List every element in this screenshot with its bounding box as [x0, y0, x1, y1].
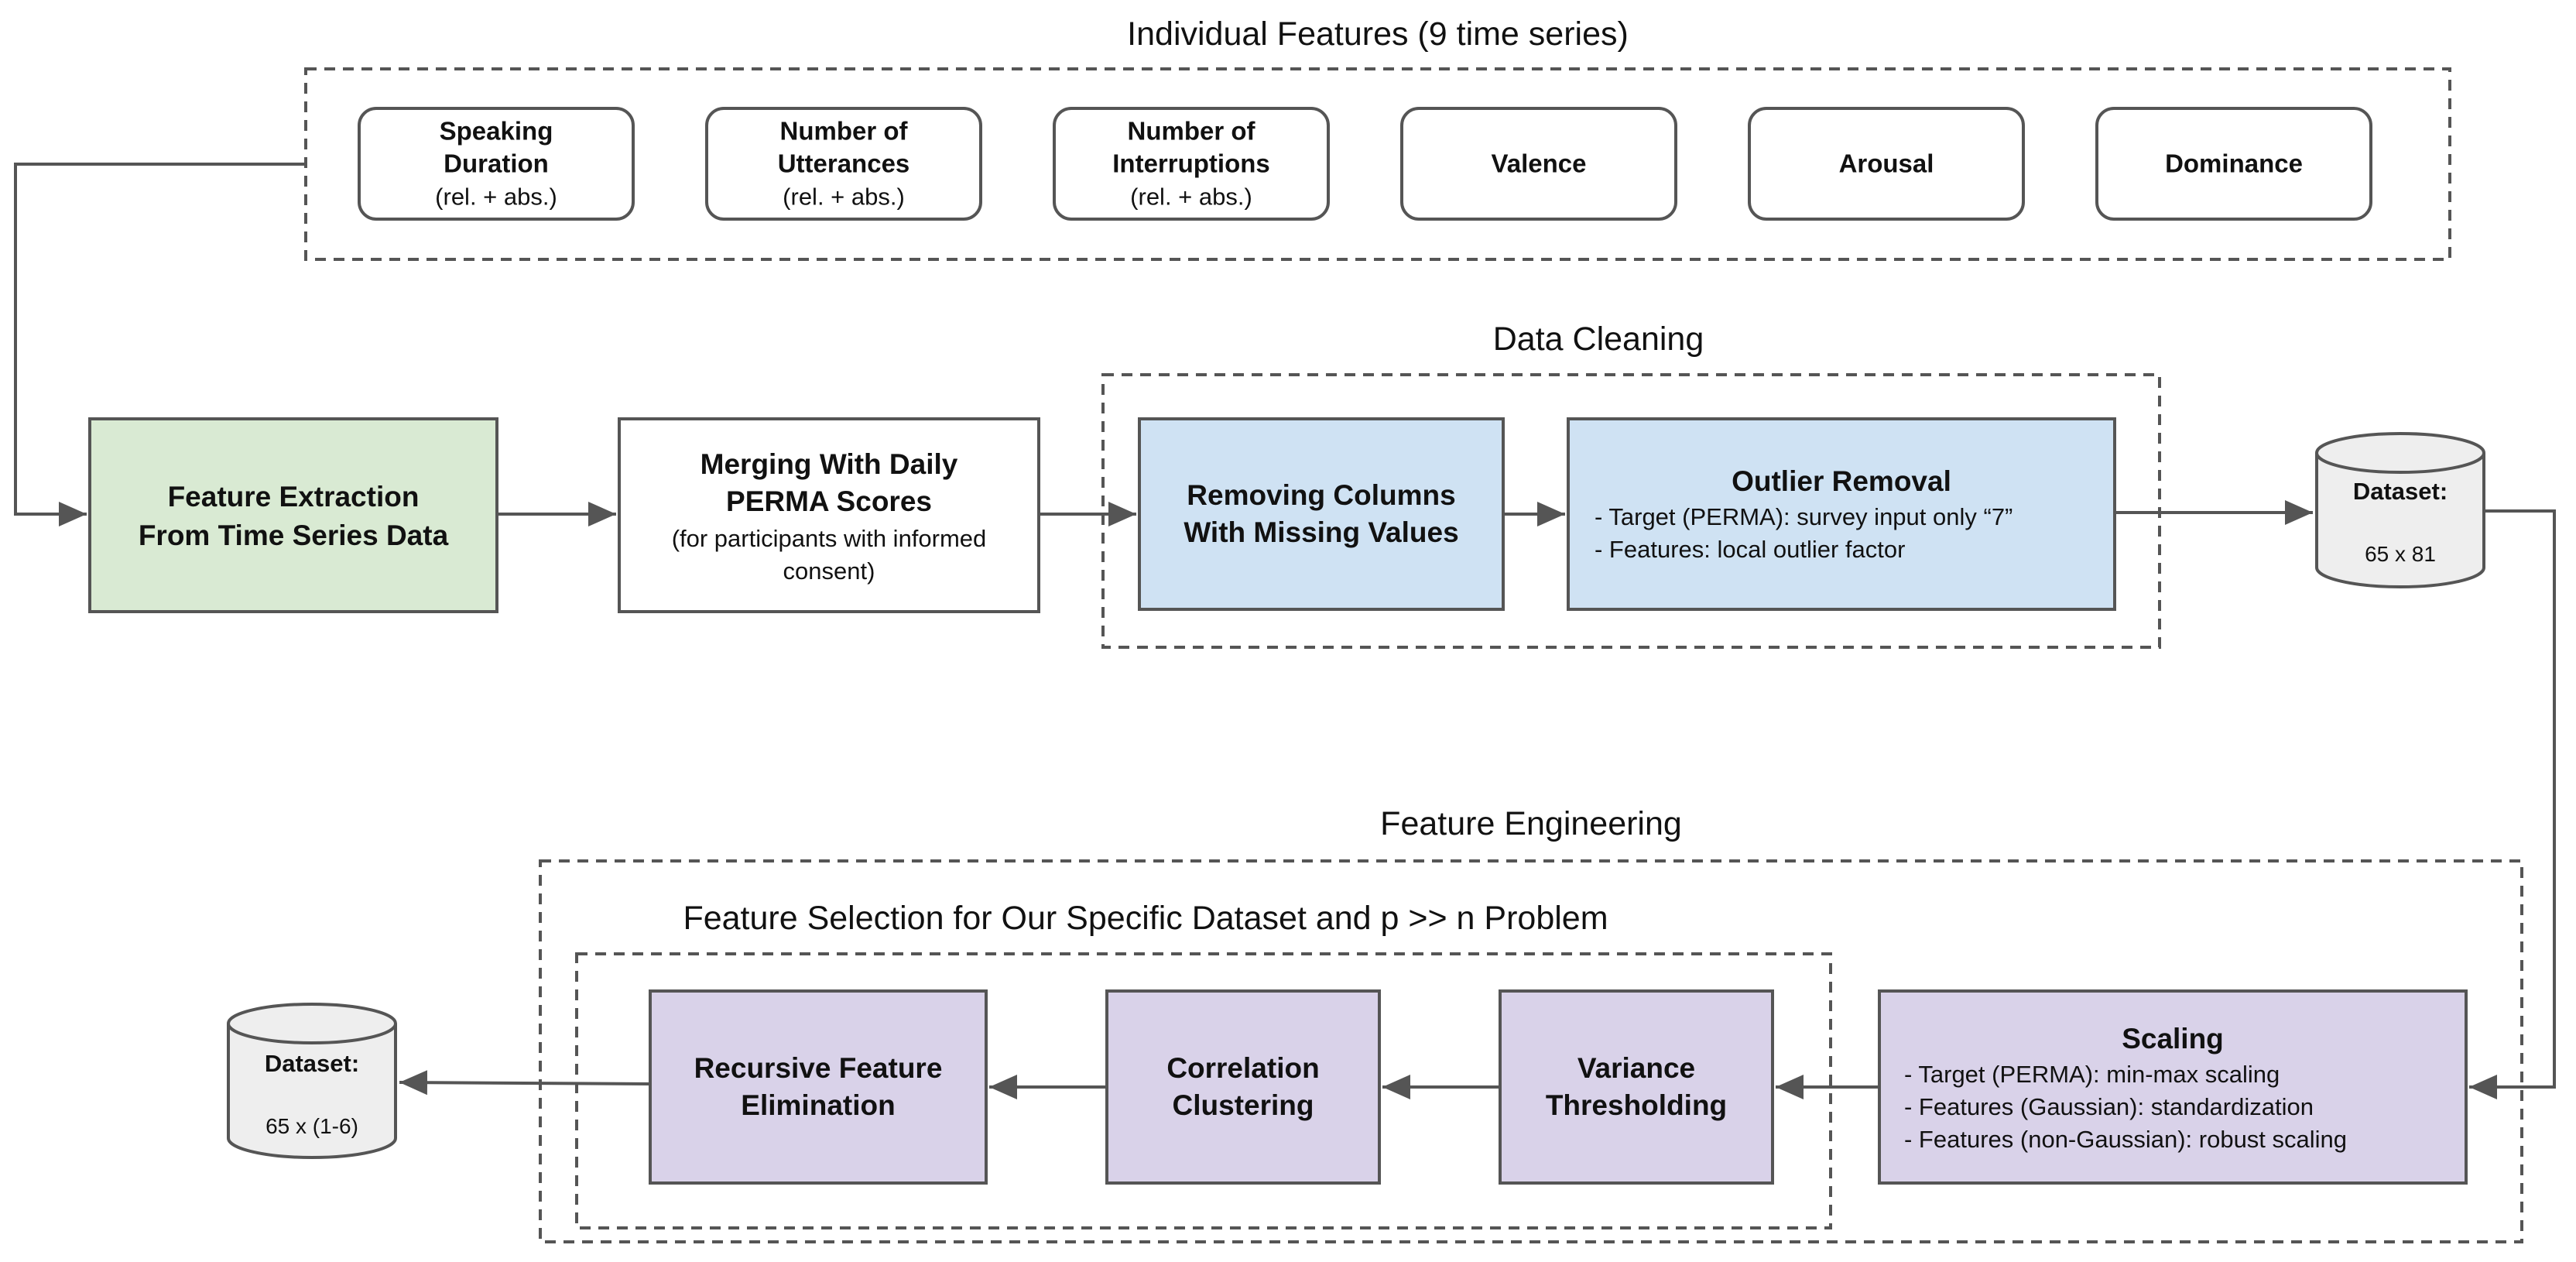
merging-note-line-1: (for participants with informed [672, 525, 987, 552]
merging-title-line-1: Merging With Daily [701, 448, 958, 480]
outlier-removal-title: Outlier Removal [1732, 465, 1951, 497]
merging-node: Merging With Daily PERMA Scores (for par… [618, 417, 1040, 613]
feature-selection-title: Feature Selection for Our Specific Datas… [683, 900, 1608, 937]
feature-engineering-title: Feature Engineering [1380, 805, 1682, 842]
feature-title-line: Speaking [440, 117, 553, 146]
recursive-feature-elimination-node: Recursive Feature Elimination [649, 989, 988, 1185]
feature-title-line: Number of [780, 117, 909, 146]
feature-extraction-title-line-1: Feature Extraction [168, 481, 420, 513]
outlier-removal-box [1567, 417, 2116, 611]
feature-engineering-group: Feature Engineering [539, 805, 2523, 1243]
data-cleaning-title: Data Cleaning [1493, 321, 1704, 358]
feature-extraction-node: Feature Extraction From Time Series Data [88, 417, 498, 613]
feature-title-line: Utterances [778, 149, 910, 178]
dataset-2-label: Dataset: [265, 1050, 359, 1077]
feature-box-frame [705, 107, 982, 221]
dataset-1-body [2315, 453, 2485, 588]
edge-features-to-extraction [14, 163, 306, 526]
scaling-bullet-2: - Features (Gaussian): standardization [1904, 1093, 2314, 1120]
individual-features-title: Individual Features (9 time series) [1127, 15, 1629, 53]
dataset-2-body [227, 1024, 397, 1159]
dataset-2-top [227, 1003, 397, 1044]
dataset-2-value: 65 x (1-6) [265, 1114, 358, 1138]
scaling-node: Scaling - Target (PERMA): min-max scalin… [1878, 989, 2468, 1185]
feature-title-line: Duration [444, 149, 549, 178]
edges [14, 163, 2556, 1099]
feature-engineering-frame [539, 859, 2523, 1243]
correlation-clustering-title-line-2: Clustering [1173, 1089, 1314, 1121]
variance-thresholding-node: Variance Thresholding [1499, 989, 1774, 1185]
removing-columns-title-line-2: With Missing Values [1184, 516, 1458, 548]
feature-title-line: Interruptions [1112, 149, 1270, 178]
merging-note-line-2: consent) [783, 557, 875, 585]
feature-selection-frame [575, 952, 1832, 1229]
variance-thresholding-box [1499, 989, 1774, 1185]
feature-box-frame [2095, 107, 2372, 221]
merging-box [618, 417, 1040, 613]
feature-subtitle: (rel. + abs.) [435, 183, 557, 211]
feature-box-frame [1400, 107, 1677, 221]
variance-thresholding-title-line-1: Variance [1577, 1052, 1695, 1084]
data-cleaning-group: Data Cleaning [1101, 321, 2161, 649]
merging-title-line-2: PERMA Scores [726, 485, 932, 517]
feature-box-frame [358, 107, 635, 221]
feature-subtitle: (rel. + abs.) [783, 183, 905, 211]
removing-columns-box [1138, 417, 1505, 611]
recursive-feature-elimination-box [649, 989, 988, 1185]
feature-extraction-box [88, 417, 498, 613]
removing-columns-node: Removing Columns With Missing Values [1138, 417, 1505, 611]
dataset-1-value: 65 x 81 [2365, 542, 2436, 566]
dataset-cylinder-2: Dataset: 65 x (1-6) [227, 1003, 397, 1159]
dataset-cylinder-1: Dataset: 65 x 81 [2315, 432, 2485, 588]
feature-title-line: Number of [1128, 117, 1256, 146]
feature-box-frame [1053, 107, 1330, 221]
removing-columns-title-line-1: Removing Columns [1187, 479, 1455, 511]
scaling-box [1878, 989, 2468, 1185]
dataset-1-label: Dataset: [2353, 478, 2448, 505]
feature-subtitle: (rel. + abs.) [1130, 183, 1252, 211]
edge-dataset-1-to-scaling [2469, 509, 2556, 1099]
feature-extraction-title-line-2: From Time Series Data [139, 520, 449, 551]
feature-box-3: Valence [1400, 107, 1677, 221]
feature-title-line: Valence [1492, 149, 1587, 178]
variance-thresholding-title-line-2: Thresholding [1546, 1089, 1727, 1121]
scaling-bullet-1: - Target (PERMA): min-max scaling [1904, 1061, 2280, 1088]
feature-box-4: Arousal [1748, 107, 2025, 221]
dataset-1-top [2315, 432, 2485, 474]
correlation-clustering-node: Correlation Clustering [1105, 989, 1381, 1185]
feature-box-1: Number of Utterances (rel. + abs.) [705, 107, 982, 221]
outlier-removal-bullet-2: - Features: local outlier factor [1595, 536, 1905, 563]
feature-box-frame [1748, 107, 2025, 221]
scaling-bullet-3: - Features (non-Gaussian): robust scalin… [1904, 1126, 2347, 1153]
edge-recursive-to-dataset-2 [399, 1070, 651, 1096]
feature-title-line: Arousal [1839, 149, 1934, 178]
outlier-removal-node: Outlier Removal - Target (PERMA): survey… [1567, 417, 2116, 611]
feature-selection-group: Feature Selection for Our Specific Datas… [575, 900, 1832, 1229]
outlier-removal-bullet-1: - Target (PERMA): survey input only “7” [1595, 503, 2012, 530]
scaling-title: Scaling [2122, 1023, 2224, 1055]
feature-box-2: Number of Interruptions (rel. + abs.) [1053, 107, 1330, 221]
recursive-feature-elimination-title-line-1: Recursive Feature [694, 1052, 943, 1084]
feature-box-5: Dominance [2095, 107, 2372, 221]
correlation-clustering-title-line-1: Correlation [1166, 1052, 1319, 1084]
recursive-feature-elimination-title-line-2: Elimination [741, 1089, 895, 1121]
correlation-clustering-box [1105, 989, 1381, 1185]
feature-title-line: Dominance [2165, 149, 2303, 178]
